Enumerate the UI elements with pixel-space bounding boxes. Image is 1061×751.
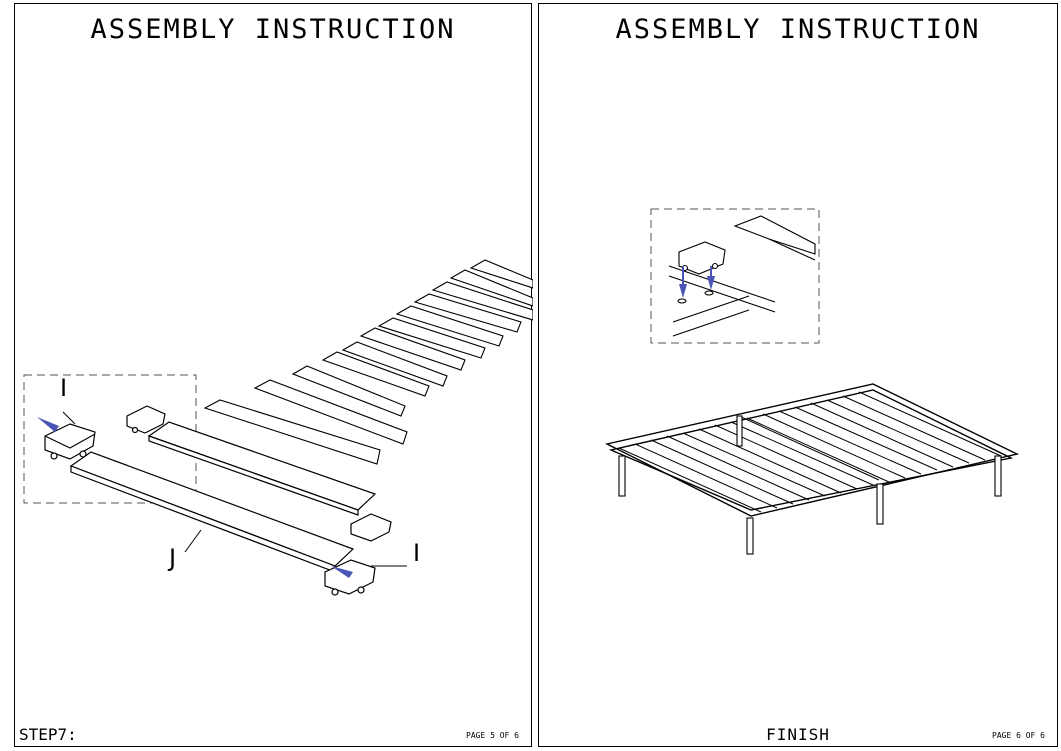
slat-2: [147, 421, 377, 516]
detail-box: [650, 208, 820, 344]
clip-loose-2: [350, 513, 392, 542]
assembled-slats: [203, 259, 533, 465]
instruction-page-right: ASSEMBLY INSTRUCTION: [538, 3, 1058, 747]
leader-j: [184, 529, 202, 553]
slat-j: [69, 451, 355, 573]
label-clip-bottom: I: [413, 539, 421, 567]
page-number: PAGE 6 OF 6: [992, 731, 1045, 740]
step7-illustration: [23, 259, 533, 596]
arrow-bottom: [331, 566, 353, 578]
instruction-page-left: ASSEMBLY INSTRUCTION: [14, 3, 533, 747]
finished-bed-illustration: [604, 208, 1020, 555]
detail-arrows: [679, 276, 715, 298]
bed-slats: [618, 391, 1002, 513]
clip-loose-1: [126, 405, 166, 434]
step-label: STEP7:: [19, 725, 77, 744]
page-number: PAGE 5 OF 6: [466, 731, 519, 740]
label-clip-top: I: [60, 374, 68, 402]
clip-detail: [44, 423, 96, 460]
bed-legs: [618, 415, 1002, 555]
finish-label: FINISH: [766, 725, 830, 744]
page-title: ASSEMBLY INSTRUCTION: [90, 14, 456, 45]
arrow-top: [37, 417, 59, 432]
page-title: ASSEMBLY INSTRUCTION: [615, 14, 981, 45]
label-slat-j: J: [169, 544, 177, 572]
leader-i-top: [62, 411, 76, 425]
detail-content: [668, 215, 816, 337]
